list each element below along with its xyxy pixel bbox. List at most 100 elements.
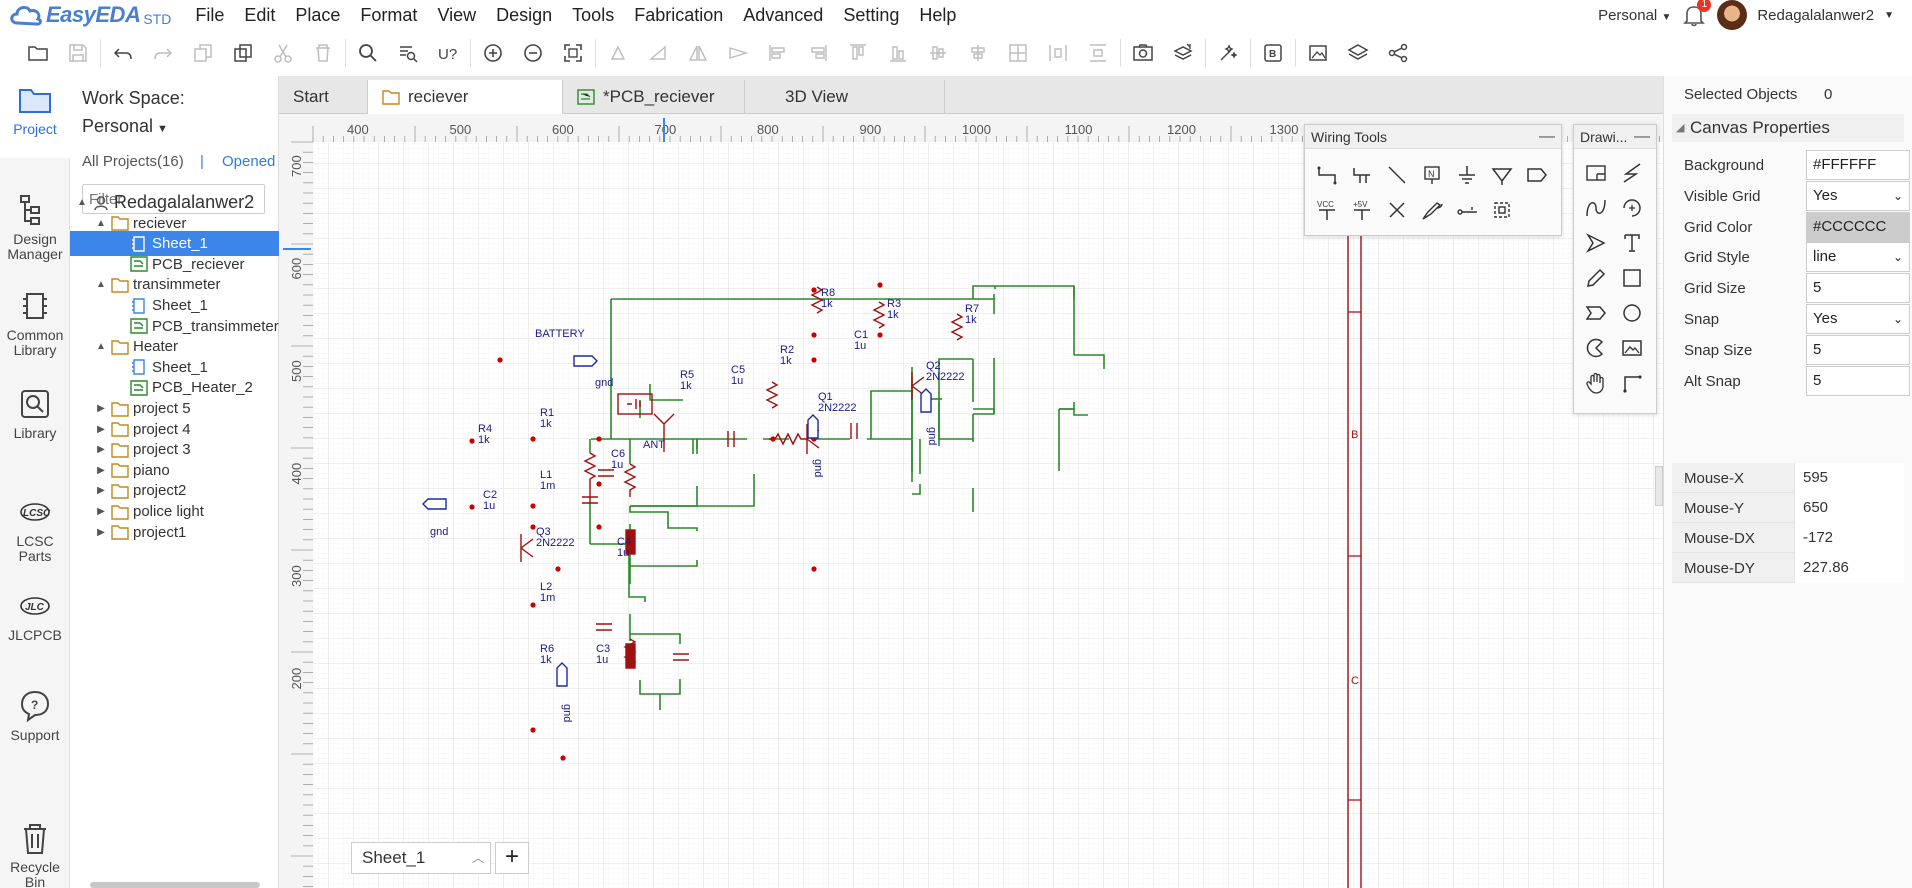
component-label[interactable]: 1u: [596, 654, 608, 666]
tree-folder[interactable]: ▶project 3: [70, 437, 279, 462]
property-select[interactable]: line⌄: [1806, 242, 1910, 273]
workspace-switcher[interactable]: Personal ▼: [1598, 7, 1671, 24]
tree-folder[interactable]: ▶police light: [70, 499, 279, 524]
redo-button[interactable]: [143, 33, 183, 73]
property-input[interactable]: 5: [1806, 334, 1910, 365]
property-input[interactable]: #FFFFFF: [1806, 150, 1910, 180]
arc-tool[interactable]: [1614, 190, 1649, 225]
zoom-in-button[interactable]: [473, 33, 513, 73]
component-label[interactable]: L1: [540, 469, 552, 481]
ground-tool[interactable]: [1449, 157, 1484, 192]
align-center-h-button[interactable]: [918, 33, 958, 73]
layers-button[interactable]: [1338, 33, 1378, 73]
add-sheet-button[interactable]: +: [495, 842, 529, 874]
menu-view[interactable]: View: [437, 5, 477, 25]
filter-input[interactable]: [82, 184, 265, 214]
align-left-button[interactable]: [758, 33, 798, 73]
drawing-tools-header[interactable]: Drawi...—: [1574, 125, 1656, 149]
gnd-net-label[interactable]: gnd: [926, 427, 938, 445]
rail-common-library[interactable]: Common Library: [0, 288, 70, 358]
property-input[interactable]: 5: [1806, 365, 1910, 396]
frame-tool[interactable]: [1578, 155, 1613, 190]
component-label[interactable]: 1u: [483, 500, 495, 512]
rectangle-tool[interactable]: [1614, 260, 1649, 295]
collapse-arrow-icon[interactable]: ▶: [97, 485, 105, 497]
component-label[interactable]: L2: [540, 581, 552, 593]
component-label[interactable]: 1k: [540, 654, 552, 666]
menu-edit[interactable]: Edit: [244, 5, 276, 25]
expand-arrow-icon[interactable]: ▲: [96, 217, 106, 229]
drawing-minimize-button[interactable]: —: [1634, 128, 1650, 145]
collapse-arrow-icon[interactable]: ▶: [97, 526, 105, 538]
rail-lcsc-parts[interactable]: LCSC LCSC Parts: [0, 494, 70, 564]
tree-folder[interactable]: ▲reciever: [70, 211, 279, 236]
horizontal-scrollbar[interactable]: [90, 882, 260, 888]
component-label[interactable]: C1: [854, 329, 868, 341]
component-label[interactable]: C2: [483, 489, 497, 501]
collapse-arrow-icon[interactable]: ▶: [97, 464, 105, 476]
tree-file[interactable]: PCB_transimmeter: [70, 314, 279, 339]
canvas-properties-header[interactable]: ◢Canvas Properties: [1672, 114, 1904, 142]
rail-design-manager[interactable]: Design Manager: [0, 192, 70, 262]
component-label[interactable]: R5: [680, 369, 694, 381]
component-label[interactable]: 1k: [887, 309, 899, 321]
tree-root[interactable]: ▲Redagalalanwer2: [70, 190, 279, 215]
tree-folder[interactable]: ▶project 5: [70, 396, 279, 421]
avatar[interactable]: [1717, 0, 1748, 30]
design-check-button[interactable]: [1208, 33, 1248, 73]
menu-advanced[interactable]: Advanced: [743, 5, 824, 25]
component-label[interactable]: Q2: [926, 360, 941, 372]
component-label[interactable]: 1u: [854, 340, 866, 352]
component-label[interactable]: C3: [596, 643, 610, 655]
net-port-tool[interactable]: [1484, 157, 1519, 192]
wiring-minimize-button[interactable]: —: [1539, 128, 1555, 145]
property-input[interactable]: #CCCCCC: [1806, 211, 1910, 242]
wire-tool[interactable]: [1309, 157, 1344, 192]
search-button[interactable]: [348, 33, 388, 73]
component-label[interactable]: 1m: [540, 592, 555, 604]
component-label[interactable]: 1u: [617, 547, 629, 559]
convert-to-pcb-button[interactable]: [1163, 33, 1203, 73]
freehand-tool[interactable]: [1578, 260, 1613, 295]
tab-pcb-reciever[interactable]: *PCB_reciever: [563, 80, 745, 114]
copy-button[interactable]: [223, 33, 263, 73]
tree-file[interactable]: PCB_reciever: [70, 252, 279, 277]
component-label[interactable]: Q1: [818, 391, 833, 403]
tree-folder[interactable]: ▲Heater: [70, 334, 279, 359]
pie-tool[interactable]: [1578, 330, 1613, 365]
dimension-tool[interactable]: [1614, 365, 1649, 400]
component-label[interactable]: 1k: [478, 434, 490, 446]
menu-fabrication[interactable]: Fabrication: [634, 5, 724, 25]
tree-folder[interactable]: ▲transimmeter: [70, 272, 279, 297]
component-label[interactable]: R4: [478, 423, 492, 435]
tree-folder[interactable]: ▶project1: [70, 520, 279, 545]
component-label[interactable]: 2N2222: [536, 537, 575, 549]
menu-tools[interactable]: Tools: [572, 5, 615, 25]
open-folder-button[interactable]: [18, 33, 58, 73]
plus5v-tool[interactable]: +5V: [1344, 192, 1379, 227]
collapse-arrow-icon[interactable]: ▶: [97, 444, 105, 456]
distribute-v-button[interactable]: [1078, 33, 1118, 73]
duplicate-button[interactable]: [183, 33, 223, 73]
cut-button[interactable]: [263, 33, 303, 73]
component-label[interactable]: Q3: [536, 526, 551, 538]
align-bottom-button[interactable]: [878, 33, 918, 73]
annotate-button[interactable]: U?: [428, 33, 468, 73]
ellipse-tool[interactable]: [1614, 295, 1649, 330]
tab-3d-view[interactable]: 3D View: [745, 80, 945, 114]
sheet-tab[interactable]: Sheet_1︿: [351, 842, 491, 874]
pan-tool[interactable]: [1578, 365, 1613, 400]
tree-folder[interactable]: ▶project2: [70, 478, 279, 503]
rail-project[interactable]: Project: [0, 76, 70, 158]
collapse-arrow-icon[interactable]: ▶: [97, 423, 105, 435]
find-replace-button[interactable]: [388, 33, 428, 73]
flip-horizontal-button[interactable]: [678, 33, 718, 73]
tab-reciever[interactable]: reciever: [368, 80, 563, 114]
rail-library[interactable]: Library: [0, 386, 70, 441]
component-label[interactable]: 1u: [611, 459, 623, 471]
fit-view-button[interactable]: [553, 33, 593, 73]
component-label[interactable]: C4: [617, 536, 631, 548]
component-label[interactable]: R3: [887, 298, 901, 310]
vcc-tool[interactable]: VCC: [1309, 192, 1344, 227]
